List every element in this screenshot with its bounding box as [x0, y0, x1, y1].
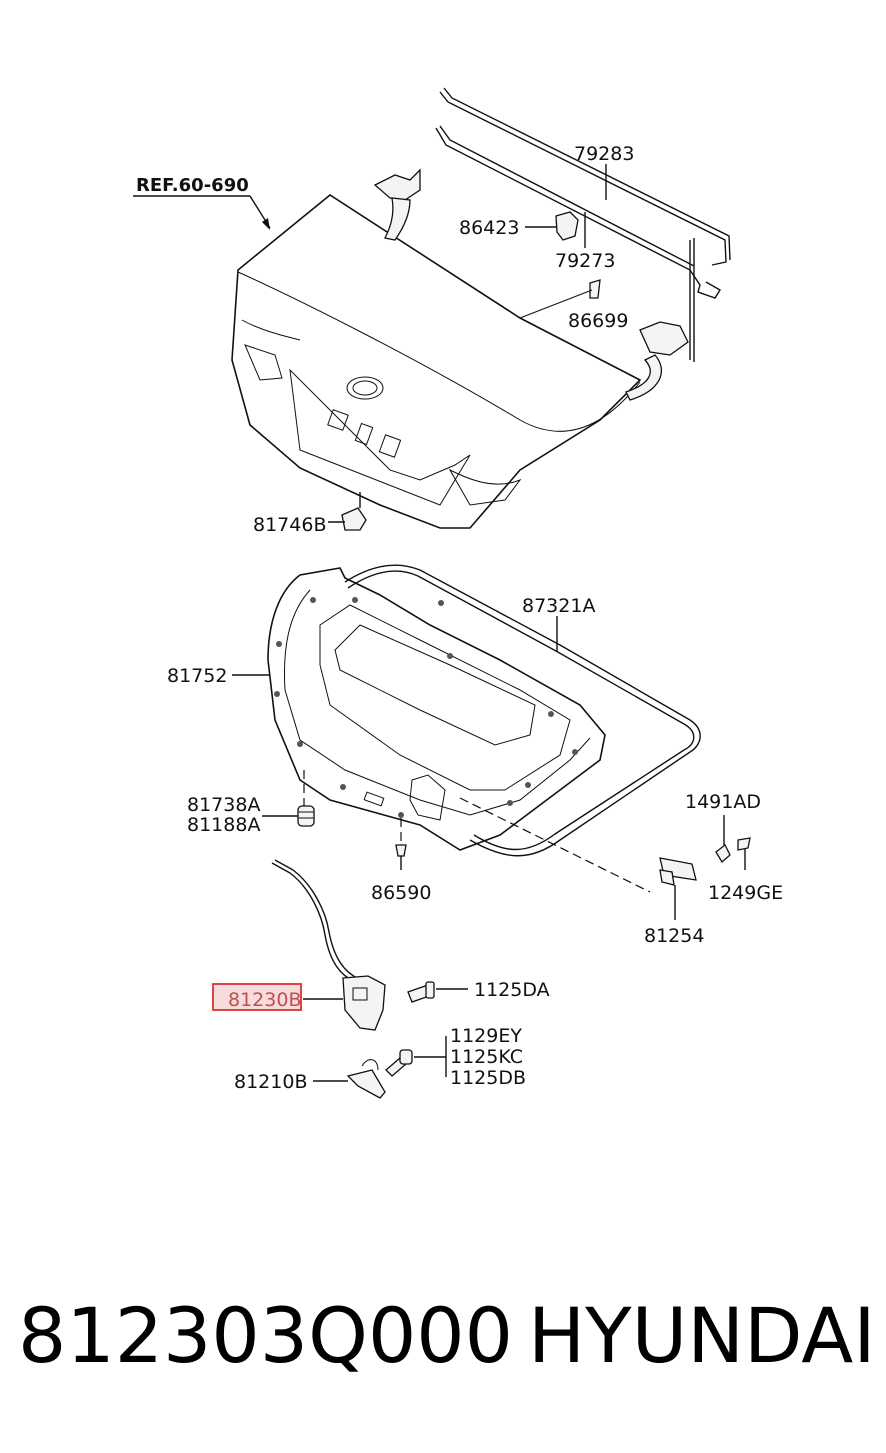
part-label-81738A[interactable]: 81738A [187, 794, 260, 816]
part-label-1125DB[interactable]: 1125DB [450, 1067, 526, 1089]
part-label-81746B[interactable]: 81746B [253, 514, 326, 536]
trunk-lid-drawing [231, 168, 689, 529]
torsion-bars [435, 87, 731, 362]
part-86699-bolt [589, 279, 601, 299]
part-label-81210B[interactable]: 81210B [234, 1071, 307, 1093]
leaders-upper [133, 164, 607, 523]
part-81230B-latch [342, 975, 386, 1031]
weatherstrip-87321A [344, 564, 701, 857]
ref-label: REF.60-690 [136, 175, 249, 196]
highlight-box [212, 983, 302, 1011]
part-label-86423[interactable]: 86423 [459, 217, 519, 239]
part-label-86590[interactable]: 86590 [371, 882, 431, 904]
part-label-1125KC[interactable]: 1125KC [450, 1046, 523, 1068]
part-86590-clip [395, 844, 407, 857]
leaders-lower [232, 616, 746, 920]
part-label-1129EY[interactable]: 1129EY [450, 1025, 522, 1047]
part-label-1249GE[interactable]: 1249GE [708, 882, 783, 904]
part-label-86699[interactable]: 86699 [568, 310, 628, 332]
part-label-79273[interactable]: 79273 [555, 250, 615, 272]
footer-brand: HYUNDAI [528, 1291, 876, 1380]
leaders-latch [303, 988, 468, 1082]
part-label-81752[interactable]: 81752 [167, 665, 227, 687]
part-label-81254[interactable]: 81254 [644, 925, 704, 947]
part-label-1491AD[interactable]: 1491AD [685, 791, 761, 813]
part-label-79283[interactable]: 79283 [574, 143, 634, 165]
part-1125DA-bolt [407, 981, 435, 1003]
part-81254-handle [659, 857, 697, 886]
part-81210B-striker [346, 1059, 386, 1099]
part-1129EY-bolt [385, 1049, 413, 1077]
footer-part-number: 812303Q000 [18, 1291, 514, 1380]
part-label-81188A[interactable]: 81188A [187, 814, 260, 836]
part-86423-clip [555, 211, 579, 241]
trim-panel-drawing [267, 567, 606, 851]
part-label-87321A[interactable]: 87321A [522, 595, 595, 617]
part-label-81230B[interactable]: 81230B [228, 989, 301, 1011]
part-1491AD-clip [715, 844, 731, 864]
part-1249GE-screw [737, 837, 751, 851]
release-cable [271, 859, 360, 983]
part-label-1125DA[interactable]: 1125DA [474, 979, 550, 1001]
part-81738A-grommet [297, 805, 315, 827]
part-81746B-bumper [341, 507, 367, 531]
